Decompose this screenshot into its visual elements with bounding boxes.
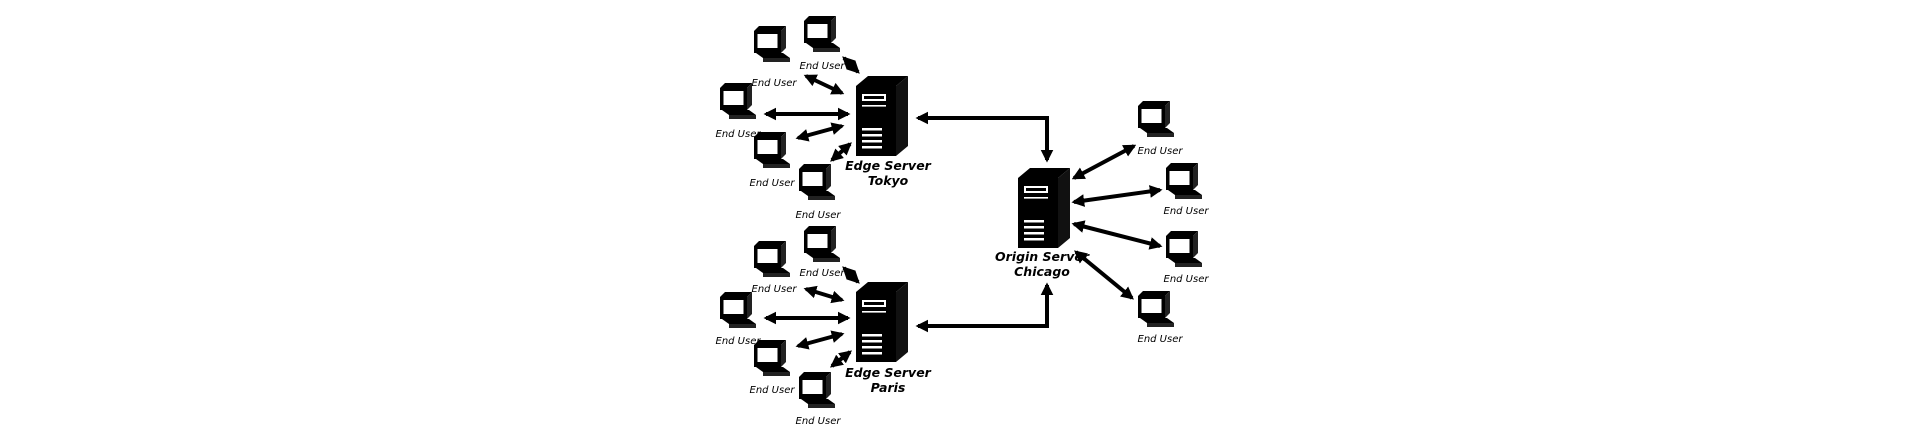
edge-server-paris-city: Paris	[871, 380, 906, 395]
cluster-tokyo: End User End User End User End User End …	[716, 16, 932, 221]
double-arrow-icon	[915, 111, 1054, 163]
origin-server-chicago-name: Origin Server	[995, 249, 1090, 264]
origin-server-chicago-icon	[1018, 168, 1070, 248]
end-user-computer-icon	[1138, 291, 1174, 327]
end-user-computer-icon	[754, 241, 790, 277]
edge-server-tokyo-icon	[856, 76, 908, 156]
double-arrow-icon	[829, 350, 853, 368]
end-user-label: End User	[796, 416, 842, 427]
double-arrow-icon	[915, 282, 1054, 333]
end-user-computer-icon	[799, 372, 835, 408]
edge-server-paris-name: Edge Server	[845, 365, 932, 380]
double-arrow-icon	[842, 56, 860, 74]
double-arrow-icon	[1074, 250, 1134, 300]
end-user-computer-icon	[804, 16, 840, 52]
end-user-computer-icon	[1138, 101, 1174, 137]
end-user-label: End User	[1138, 334, 1184, 345]
end-user-label: End User	[1138, 146, 1184, 157]
double-arrow-icon	[795, 330, 845, 350]
edge-server-tokyo-city: Tokyo	[868, 173, 909, 188]
end-user-computer-icon	[1166, 163, 1202, 199]
end-user-label: End User	[750, 385, 796, 396]
end-user-label: End User	[796, 210, 842, 221]
double-arrow-icon	[830, 142, 852, 162]
end-user-label: End User	[716, 129, 762, 140]
end-user-computer-icon	[754, 26, 790, 62]
end-user-label: End User	[752, 78, 798, 89]
origin-server-chicago-city: Chicago	[1014, 264, 1070, 279]
end-user-label: End User	[750, 178, 796, 189]
double-arrow-icon	[1071, 185, 1163, 207]
end-user-label: End User	[716, 336, 762, 347]
double-arrow-icon	[842, 266, 860, 284]
end-user-computer-icon	[1166, 231, 1202, 267]
double-arrow-icon	[1071, 144, 1137, 180]
end-user-computer-icon	[799, 164, 835, 200]
end-user-label: End User	[752, 284, 798, 295]
double-arrow-icon	[803, 74, 845, 95]
cluster-paris: End User End User End User End User End …	[716, 226, 932, 427]
end-user-computer-icon	[804, 226, 840, 262]
end-user-computer-icon	[720, 292, 756, 328]
edge-server-paris-icon	[856, 282, 908, 362]
end-user-label: End User	[1164, 206, 1210, 217]
edge-server-tokyo-name: Edge Server	[845, 158, 932, 173]
cluster-chicago: End User End User End User End User Orig…	[915, 101, 1210, 345]
double-arrow-icon	[795, 122, 845, 142]
end-user-label: End User	[800, 61, 846, 72]
end-user-label: End User	[1164, 274, 1210, 285]
double-arrow-icon	[1071, 220, 1163, 250]
end-user-label: End User	[800, 268, 846, 279]
double-arrow-icon	[803, 285, 845, 304]
